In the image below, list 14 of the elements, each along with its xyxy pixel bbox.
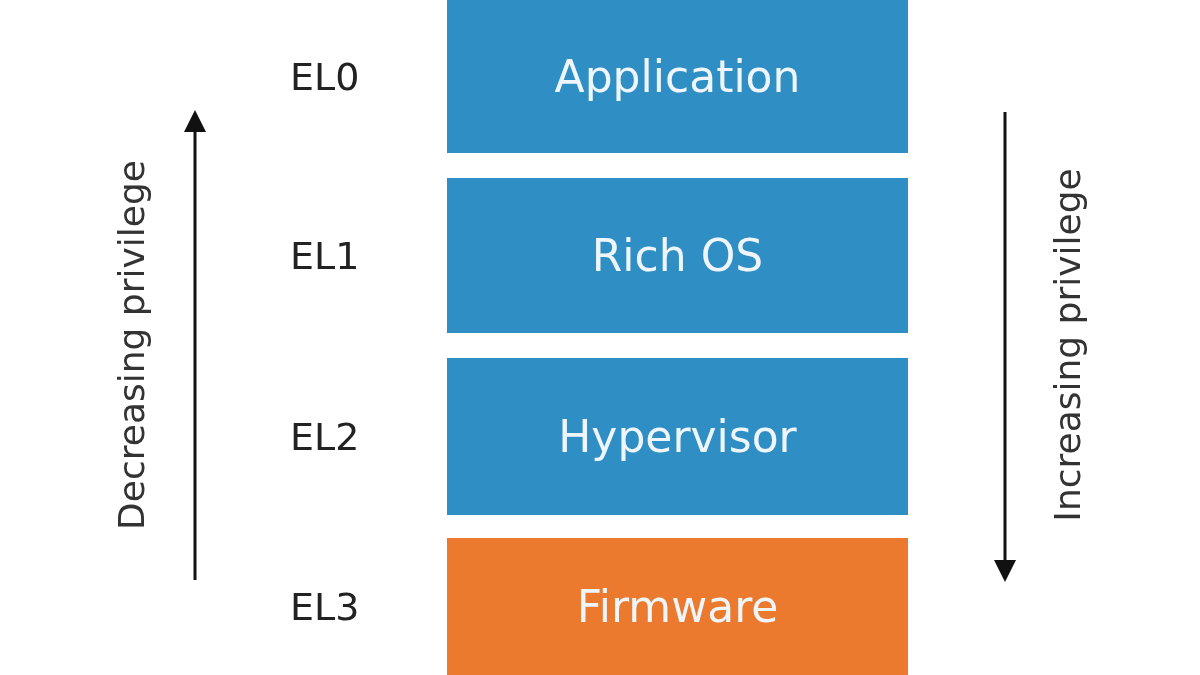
direction-label: Decreasing privilege bbox=[114, 160, 150, 530]
layer-name: Hypervisor bbox=[558, 414, 797, 459]
direction-label: Increasing privilege bbox=[1050, 168, 1086, 522]
layer-name: Firmware bbox=[576, 584, 779, 629]
exception-level-label: EL3 bbox=[290, 587, 361, 626]
layer-box bbox=[447, 0, 908, 153]
layer-box bbox=[447, 358, 908, 515]
exception-level-label: EL1 bbox=[290, 236, 361, 275]
layer-name: Application bbox=[554, 54, 801, 99]
exception-level-label: EL0 bbox=[290, 57, 361, 96]
exception-level-label: EL2 bbox=[290, 417, 361, 456]
layer-box bbox=[447, 538, 908, 675]
layer-name: Rich OS bbox=[591, 233, 764, 278]
layer-box bbox=[447, 178, 908, 333]
